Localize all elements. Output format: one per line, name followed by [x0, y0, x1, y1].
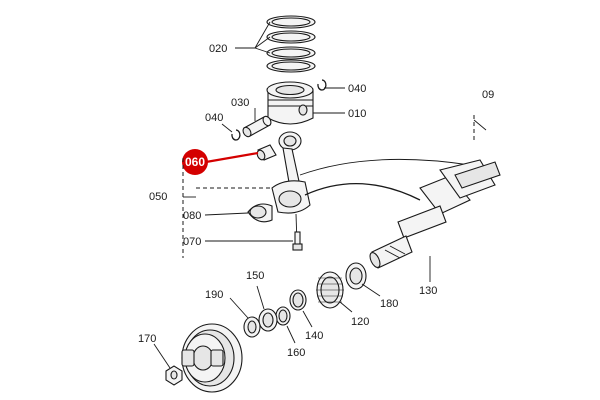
callout-label-130[interactable]: 130: [419, 285, 437, 297]
callout-label-170[interactable]: 170: [138, 333, 156, 345]
crank-gear[interactable]: [316, 271, 344, 309]
callout-label-030[interactable]: 030: [231, 97, 249, 109]
piston-pin[interactable]: [241, 115, 272, 138]
callout-leader-120: [339, 301, 353, 313]
callout-label-050[interactable]: 050: [149, 191, 167, 203]
callout-label-140[interactable]: 140: [305, 330, 323, 342]
crank-pulley[interactable]: [181, 323, 243, 393]
snap-ring-right[interactable]: [317, 79, 327, 91]
callout-label-020[interactable]: 020: [209, 43, 227, 55]
piston[interactable]: [266, 81, 314, 125]
callout-leader-080: [204, 212, 249, 216]
snap-ring-left[interactable]: [231, 129, 241, 141]
pulley-nut[interactable]: [165, 365, 183, 386]
callout-label-040-right[interactable]: 040: [348, 83, 366, 95]
crankshaft[interactable]: [299, 158, 501, 269]
highlight-leader-060: [205, 151, 259, 164]
callout-label-040-left[interactable]: 040: [205, 112, 223, 124]
callout-leader-170: [153, 343, 171, 369]
callout-leader-190: [229, 297, 249, 319]
big-end-bearing[interactable]: [247, 203, 273, 223]
rod-bolt[interactable]: [292, 231, 303, 251]
small-end-bushing[interactable]: [256, 144, 277, 161]
callout-label-060: 060: [185, 155, 205, 169]
callout-label-180[interactable]: 180: [380, 298, 398, 310]
callout-leader-160: [286, 325, 296, 344]
callout-leader-040-left: [221, 123, 233, 133]
retaining-ring[interactable]: [275, 306, 291, 326]
collar[interactable]: [345, 262, 367, 290]
o-ring[interactable]: [289, 289, 307, 311]
callout-leader-150: [256, 285, 265, 310]
callout-label-150[interactable]: 150: [246, 270, 264, 282]
callout-label-010[interactable]: 010: [348, 108, 366, 120]
callout-label-160[interactable]: 160: [287, 347, 305, 359]
callout-label-09x[interactable]: 09: [482, 89, 494, 101]
oil-seal[interactable]: [258, 308, 278, 332]
connecting-rod[interactable]: [271, 131, 311, 245]
bracket-050: [182, 158, 272, 258]
callout-label-120[interactable]: 120: [351, 316, 369, 328]
callout-label-080[interactable]: 080: [183, 210, 201, 222]
callout-leader-020: [235, 21, 271, 54]
callout-leader-180: [361, 283, 381, 297]
pulley-bushing[interactable]: [243, 316, 261, 338]
callout-leader-140: [302, 310, 313, 328]
callout-label-070[interactable]: 070: [183, 236, 201, 248]
callout-label-190[interactable]: 190: [205, 289, 223, 301]
bracket-09x: [473, 115, 487, 140]
highlight-badge-060[interactable]: 060: [182, 149, 208, 175]
piston-rings[interactable]: [266, 15, 316, 73]
